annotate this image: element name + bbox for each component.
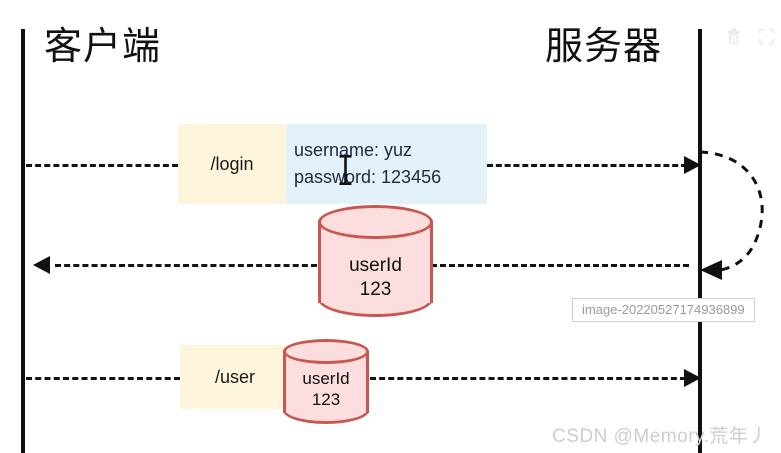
actor-label-server: 服务器: [545, 26, 663, 68]
data-store-cylinder-large: userId 123: [318, 205, 433, 318]
message-line-user-right: [370, 377, 686, 380]
image-toolbar: [725, 28, 775, 45]
image-filename-tooltip: image-20220527174936899: [572, 298, 755, 322]
text-cursor-ibeam: [339, 155, 352, 185]
arrowhead-user-request: [684, 369, 701, 387]
message-line-login-right: [487, 164, 687, 167]
crop-icon[interactable]: [758, 28, 775, 45]
actor-label-client: 客户端: [44, 26, 162, 68]
message-line-login-left: [26, 164, 178, 167]
endpoint-box-login: /login: [178, 124, 286, 204]
trash-icon[interactable]: [725, 28, 742, 45]
message-line-response-left: [55, 264, 317, 267]
lifeline-server: [698, 29, 702, 453]
arrowhead-login-response: [33, 256, 50, 274]
arrowhead-login-request: [684, 156, 701, 174]
data-store-cylinder-small: userId 123: [283, 339, 369, 424]
message-line-user-left: [26, 377, 180, 380]
endpoint-box-user: /user: [180, 345, 290, 409]
cylinder-top-ellipse: [283, 339, 369, 364]
lifeline-client: [21, 29, 25, 453]
data-store-label-large: userId 123: [349, 255, 402, 300]
cylinder-top-ellipse: [318, 205, 433, 239]
data-store-label-small: userId 123: [302, 369, 350, 410]
message-line-response-right: [431, 264, 689, 267]
payload-box-credentials: username: yuz password: 123456: [286, 124, 487, 204]
csdn-watermark: CSDN @Memory.荒年丿: [552, 426, 768, 447]
self-loop-arrow-server: [699, 150, 764, 280]
